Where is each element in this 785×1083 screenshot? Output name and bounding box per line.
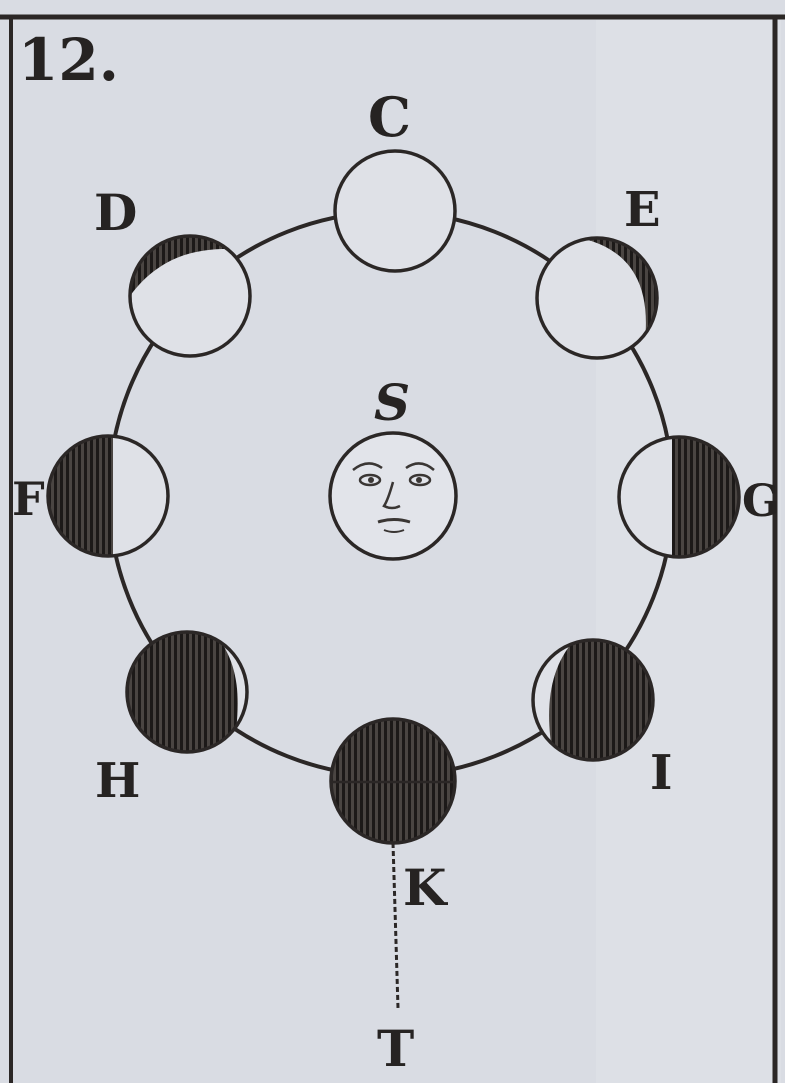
label-K: K [403,858,448,917]
figure-number: 12. [18,26,119,94]
label-E: E [624,182,661,238]
label-T: T [377,1019,414,1078]
label-F: F [12,472,45,526]
label-S: S [374,373,410,432]
moon-phase-D [130,236,250,356]
moon-phase-K [331,719,455,843]
label-D: D [94,183,137,242]
label-C: C [368,85,411,149]
sun-face-icon [330,433,456,559]
moon-phase-C [335,151,455,271]
label-I: I [650,745,672,801]
label-H: H [95,753,140,809]
label-G: G [742,476,780,527]
